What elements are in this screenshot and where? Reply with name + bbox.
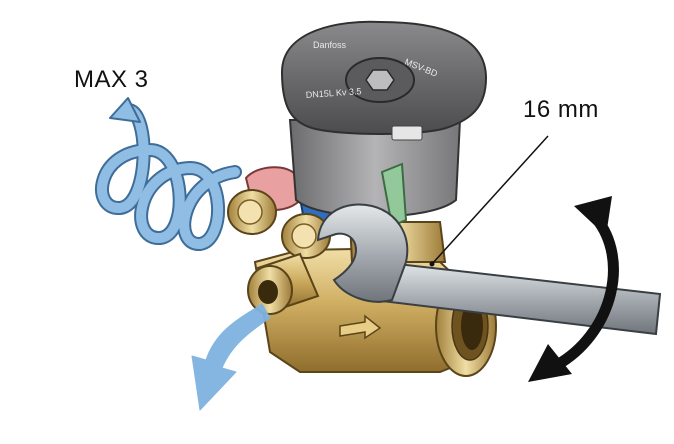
handwheel-brand: Danfoss	[313, 40, 347, 50]
double-headed-curved-arrow-icon	[528, 196, 619, 382]
wrench	[316, 203, 662, 336]
handwheel: Danfoss MSV-BD DN15L Kv 3.5	[280, 20, 488, 228]
handwheel-size: DN15L Kv 3.5	[305, 86, 361, 100]
wrench-size-leader	[431, 135, 549, 265]
drain-nipple	[247, 252, 320, 315]
flow-direction-mark	[339, 314, 382, 340]
flow-out-arrow-icon	[191, 303, 271, 411]
wrench-size-label: 16 mm	[523, 96, 599, 123]
green-lock-lever	[380, 162, 408, 228]
red-test-cap	[227, 166, 302, 235]
max-turns-label: MAX 3	[74, 66, 149, 93]
counter-rotation-arrow-icon	[95, 97, 242, 251]
